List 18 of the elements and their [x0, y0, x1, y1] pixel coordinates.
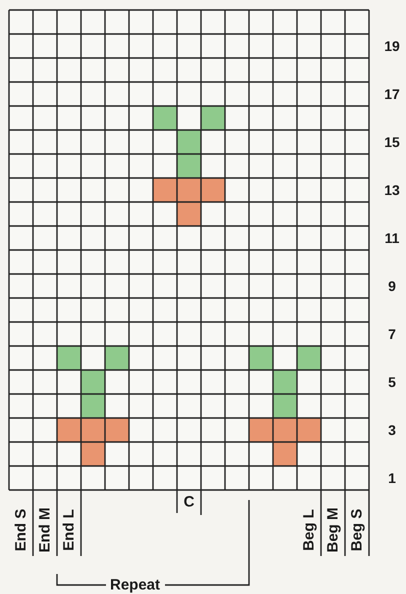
- row-number: 17: [384, 87, 400, 101]
- row-number: 5: [388, 375, 396, 389]
- row-number: 19: [384, 39, 400, 53]
- row-number: 11: [384, 231, 400, 245]
- column-marker-label: Beg M: [326, 508, 340, 552]
- column-marker-label: End S: [14, 508, 28, 552]
- row-number: 9: [388, 279, 396, 293]
- column-marker-label: Beg L: [302, 509, 316, 551]
- row-number: 1: [388, 471, 396, 485]
- center-marker-label: C: [184, 494, 194, 510]
- row-number: 13: [384, 183, 400, 197]
- row-number: 15: [384, 135, 400, 149]
- row-number: 3: [388, 423, 396, 437]
- column-marker-label: Beg S: [350, 508, 364, 552]
- repeat-label: Repeat: [110, 578, 160, 592]
- column-marker-label: End M: [38, 508, 52, 552]
- row-number: 7: [388, 327, 396, 341]
- column-marker-label: End L: [62, 509, 76, 551]
